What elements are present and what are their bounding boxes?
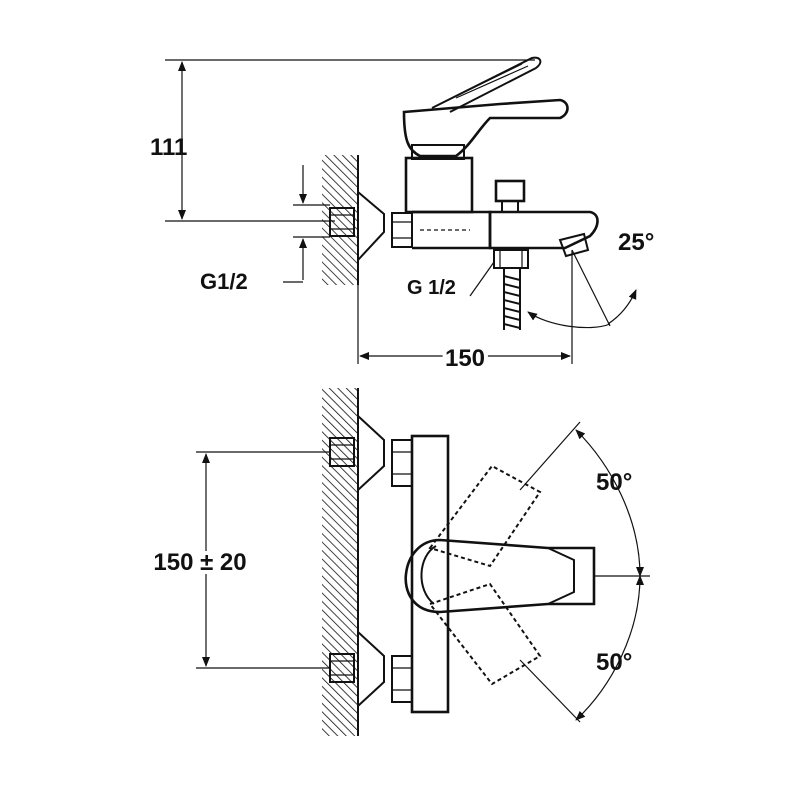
hose-outlet-nut [493,249,529,269]
depth-dimension: 150 [357,285,573,376]
escutcheon-top [357,413,385,493]
front-wall-hatch [322,388,358,736]
center-distance-dimension: 150 ± 20 [149,451,330,669]
spout-side [488,210,599,250]
lever-angle-dimension: 50° 50° [519,421,650,723]
spout-angle-label: 25° [618,229,654,256]
side-wall-hatch [322,155,358,285]
height-dimension-label: 111 [150,134,187,161]
lever-position-down [428,582,542,686]
spout-angle-dimension: 25° [527,229,654,340]
lever-handle-front [404,538,596,614]
mixer-body-front [410,434,450,714]
escutcheon-side [357,189,385,263]
lever-angle-up-label: 50° [596,469,632,496]
inlet-nut-side [329,207,355,237]
lever-position-up [428,464,542,568]
inlet-thread-dimension: G1/2 [200,165,330,294]
side-view: 111 G1/2 [150,56,654,376]
hose-side [503,268,521,330]
union-nut-bottom [391,655,413,703]
escutcheon-bottom [357,629,385,709]
cartridge-housing-side [404,156,474,214]
front-view: 150 ± 20 50° 50° [149,388,650,736]
height-dimension: 111 [150,59,535,222]
diverter-knob [494,179,526,203]
union-nut-side [391,212,413,248]
lever-handle-side [402,98,569,158]
outlet-thread-label: G 1/2 [407,277,456,299]
depth-dimension-label: 150 [445,345,485,372]
lever-angle-down-label: 50° [596,649,632,676]
lever-raised-outline [431,56,542,113]
center-distance-label: 150 ± 20 [153,549,246,576]
union-nut-top [391,439,413,487]
inlet-thread-label: G1/2 [200,269,248,294]
spout-aerator [558,232,590,258]
